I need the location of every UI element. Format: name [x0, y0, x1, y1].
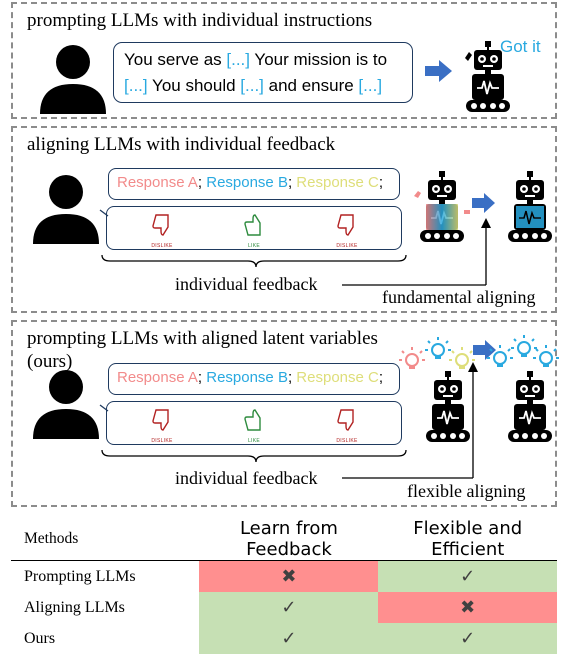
response-a: Response A	[117, 369, 198, 386]
response-a: Response A	[117, 174, 198, 191]
header-methods: Methods	[11, 518, 200, 561]
aligned-robot-icon	[507, 370, 553, 443]
feedback-label: DISLIKE	[336, 243, 358, 249]
feedback-box: DISLIKE LIKE DISLIKE	[106, 401, 402, 445]
feedback-box: DISLIKE LIKE DISLIKE	[106, 206, 402, 250]
feedback-caption: individual feedback	[175, 468, 318, 488]
table-row: Ours ✓ ✓	[11, 623, 557, 654]
like-feedback: LIKE	[229, 408, 279, 444]
dislike-feedback: DISLIKE	[322, 213, 372, 249]
dislike-feedback: DISLIKE	[322, 408, 372, 444]
instr-placeholder: [...]	[226, 50, 251, 69]
feedback-panel: aligning LLMs with individual feedback	[11, 126, 557, 313]
instruction-text: You serve as [...] Your mission is to [.…	[124, 47, 414, 99]
instr-placeholder: [...]	[358, 76, 383, 95]
latent-variable-panel: prompting LLMs with aligned latent varia…	[11, 320, 557, 507]
panel-title: prompting LLMs with individual instructi…	[27, 10, 373, 31]
dislike-feedback: DISLIKE	[137, 408, 187, 444]
arrow-icon	[425, 60, 452, 82]
robot-icon	[425, 370, 471, 443]
feedback-label: DISLIKE	[336, 438, 358, 444]
cross-mark: ✖	[378, 592, 557, 623]
aligning-caption: flexible aligning	[407, 481, 526, 501]
instr-part: and ensure	[263, 76, 359, 95]
check-mark: ✓	[378, 560, 557, 592]
instr-placeholder: [...]	[240, 76, 264, 95]
arrow-icon	[472, 193, 495, 213]
feedback-label: DISLIKE	[151, 243, 173, 249]
feedback-label: LIKE	[247, 438, 261, 444]
arrow-icon	[473, 340, 496, 360]
thumbs-up-icon	[244, 409, 261, 431]
robot-reply: Got it	[500, 37, 541, 56]
connector-lines	[99, 209, 491, 286]
thumbs-down-icon	[152, 409, 169, 431]
table-header: Methods Learn from Feedback Flexible and…	[11, 518, 557, 561]
instructions-panel: prompting LLMs with individual instructi…	[11, 2, 557, 119]
cross-mark: ✖	[199, 560, 379, 592]
row-method: Ours	[24, 629, 56, 647]
instr-part: Your mission is to	[250, 50, 388, 69]
aligning-caption: fundamental aligning	[382, 287, 536, 307]
thumbs-down-icon	[337, 409, 354, 431]
thumbs-down-icon	[152, 214, 169, 236]
thumbs-up-icon	[244, 214, 261, 236]
dislike-feedback: DISLIKE	[137, 213, 187, 249]
responses-box: Response A; Response B; Response C;	[108, 363, 400, 395]
panel-title-suffix: (ours)	[27, 351, 73, 372]
row-method: Aligning LLMs	[24, 598, 125, 616]
response-c: Response C	[296, 369, 379, 386]
aligned-robot-icon	[507, 170, 553, 243]
feedback-label: DISLIKE	[151, 438, 173, 444]
feedback-caption: individual feedback	[175, 274, 318, 294]
table-row: Aligning LLMs ✓ ✖	[11, 592, 557, 623]
comparison-table: Methods Learn from Feedback Flexible and…	[11, 518, 557, 654]
thumbs-down-icon	[337, 214, 354, 236]
response-b: Response B	[206, 369, 288, 386]
check-mark: ✓	[199, 592, 379, 623]
feedback-label: LIKE	[247, 243, 261, 249]
robot-icon	[414, 170, 470, 243]
response-c: Response C	[296, 174, 379, 191]
robot-icon	[465, 40, 511, 113]
instr-part: You should	[147, 76, 241, 95]
header-learn: Learn from Feedback	[199, 518, 379, 561]
row-method: Prompting LLMs	[24, 567, 136, 585]
panel-title: prompting LLMs with aligned latent varia…	[27, 328, 378, 349]
response-b: Response B	[206, 174, 288, 191]
check-mark: ✓	[199, 623, 379, 654]
header-flexible: Flexible and Efficient	[378, 518, 557, 561]
check-mark: ✓	[378, 623, 557, 654]
table-row: Prompting LLMs ✖ ✓	[11, 560, 557, 592]
instr-part: You serve as	[124, 50, 227, 69]
responses-box: Response A; Response B; Response C;	[108, 168, 400, 200]
panel-title: aligning LLMs with individual feedback	[27, 134, 336, 155]
instr-placeholder: [...]	[124, 76, 148, 95]
like-feedback: LIKE	[229, 213, 279, 249]
connector-lines	[99, 362, 478, 479]
instruction-bubble	[113, 42, 413, 103]
